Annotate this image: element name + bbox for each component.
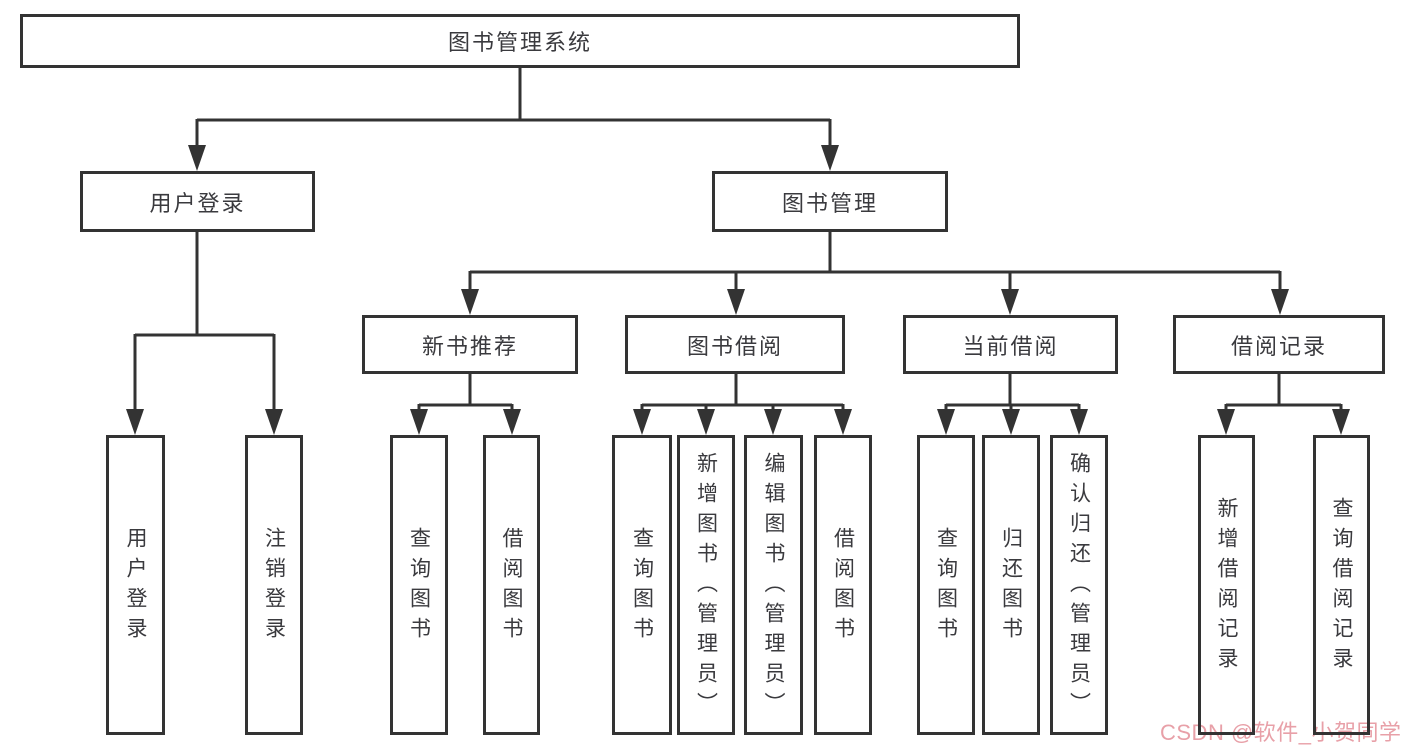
- leaf-borrow-books-recommend: 借阅图书: [483, 435, 540, 735]
- leaf-query-books-current-label: 查询图书: [934, 527, 958, 647]
- node-book-management-label: 图书管理: [781, 190, 878, 216]
- leaf-query-books-recommend-label: 查询图书: [407, 527, 431, 647]
- node-user-login-label: 用户登录: [149, 190, 246, 216]
- leaf-confirm-return-admin-label: 确认归还（管理员）: [1067, 452, 1091, 722]
- leaf-query-borrow-record-label: 查询借阅记录: [1330, 497, 1353, 677]
- leaf-add-borrow-record-label: 新增借阅记录: [1215, 497, 1238, 677]
- leaf-borrow-books: 借阅图书: [814, 435, 872, 735]
- node-root-label: 图书管理系统: [447, 30, 592, 55]
- leaf-user-login-label: 用户登录: [124, 527, 147, 647]
- leaf-query-books-recommend: 查询图书: [390, 435, 448, 735]
- node-book-borrow: 图书借阅: [625, 315, 845, 374]
- leaf-confirm-return-admin: 确认归还（管理员）: [1050, 435, 1108, 735]
- node-book-management: 图书管理: [712, 171, 948, 232]
- leaf-query-books-borrow-label: 查询图书: [630, 527, 654, 647]
- node-new-book-recommend-label: 新书推荐: [421, 333, 518, 359]
- leaf-edit-books-admin: 编辑图书（管理员）: [744, 435, 803, 735]
- leaf-add-borrow-record: 新增借阅记录: [1198, 435, 1255, 735]
- leaf-logout: 注销登录: [245, 435, 303, 735]
- leaf-query-books-borrow: 查询图书: [612, 435, 672, 735]
- node-user-login: 用户登录: [80, 171, 315, 232]
- node-borrow-records: 借阅记录: [1173, 315, 1385, 374]
- node-current-borrow-label: 当前借阅: [962, 333, 1059, 359]
- leaf-borrow-books-label: 借阅图书: [831, 527, 855, 647]
- node-current-borrow: 当前借阅: [903, 315, 1118, 374]
- leaf-user-login: 用户登录: [106, 435, 165, 735]
- leaf-edit-books-admin-label: 编辑图书（管理员）: [762, 452, 785, 722]
- leaf-return-books-label: 归还图书: [999, 527, 1023, 647]
- leaf-add-books-admin-label: 新增图书（管理员）: [694, 452, 718, 722]
- leaf-return-books: 归还图书: [982, 435, 1040, 735]
- node-borrow-records-label: 借阅记录: [1230, 333, 1327, 359]
- node-book-borrow-label: 图书借阅: [686, 333, 783, 359]
- leaf-logout-label: 注销登录: [262, 527, 286, 647]
- leaf-query-borrow-record: 查询借阅记录: [1313, 435, 1370, 735]
- leaf-query-books-current: 查询图书: [917, 435, 975, 735]
- node-root: 图书管理系统: [20, 14, 1020, 68]
- leaf-borrow-books-recommend-label: 借阅图书: [500, 527, 523, 647]
- node-new-book-recommend: 新书推荐: [362, 315, 578, 374]
- leaf-add-books-admin: 新增图书（管理员）: [677, 435, 735, 735]
